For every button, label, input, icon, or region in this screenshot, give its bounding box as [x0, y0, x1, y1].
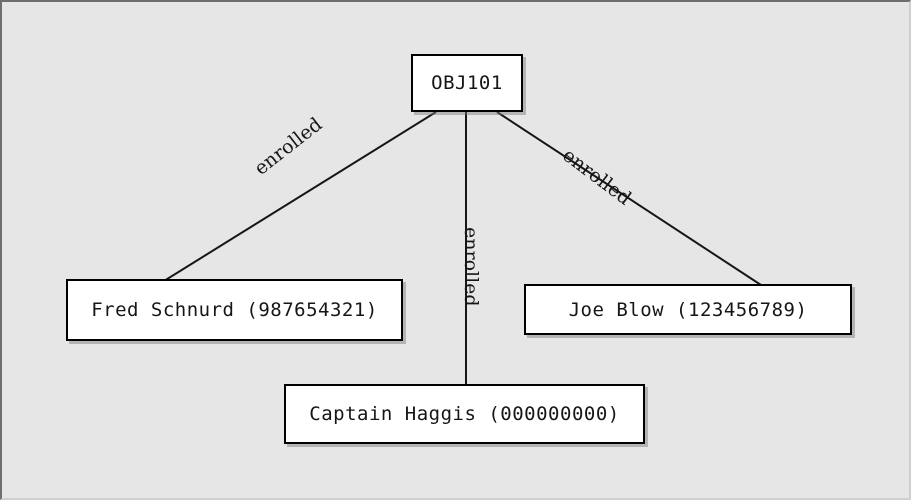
- node-joe-blow[interactable]: Joe Blow (123456789): [524, 284, 852, 335]
- edge-obj101-fred: [163, 111, 437, 282]
- node-fred-schnurd-label: Fred Schnurd (987654321): [91, 299, 378, 321]
- node-obj101[interactable]: OBJ101: [411, 54, 523, 112]
- edge-obj101-joe: [496, 111, 762, 286]
- node-captain-haggis[interactable]: Captain Haggis (000000000): [284, 384, 645, 444]
- node-captain-haggis-label: Captain Haggis (000000000): [309, 403, 620, 425]
- edge-label-obj101-captain: enrolled: [460, 227, 482, 307]
- node-obj101-label: OBJ101: [431, 72, 503, 94]
- node-joe-blow-label: Joe Blow (123456789): [568, 298, 808, 321]
- node-fred-schnurd[interactable]: Fred Schnurd (987654321): [66, 279, 403, 341]
